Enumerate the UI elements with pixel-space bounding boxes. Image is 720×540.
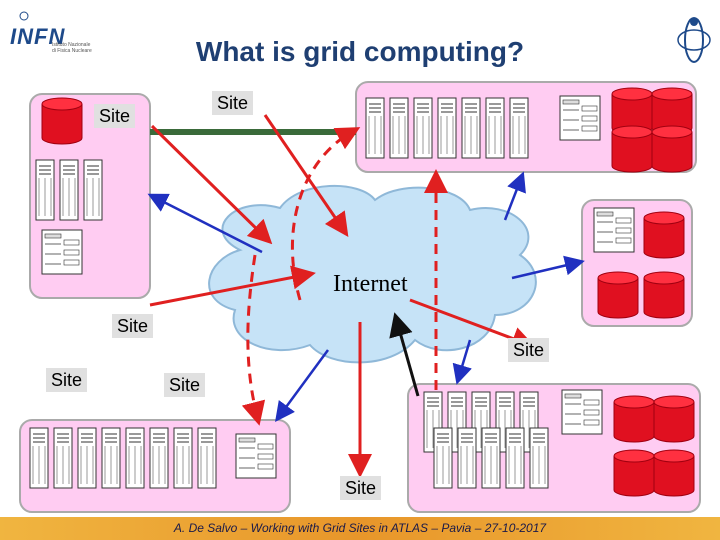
site-label-7: Site bbox=[340, 476, 382, 500]
dashed-red-arrows bbox=[241, 127, 448, 426]
infn-logo bbox=[19, 11, 29, 21]
internet-cloud bbox=[208, 184, 537, 364]
site-label-6: Site bbox=[164, 373, 206, 397]
logo-subtitle-line1: Istituto Nazionale bbox=[52, 42, 91, 48]
site-label-3: Site bbox=[112, 314, 154, 338]
site-box-bottom-right bbox=[407, 383, 701, 513]
site-label-2: Site bbox=[212, 91, 254, 115]
site-box-right bbox=[581, 199, 693, 327]
slide-title: What is grid computing? bbox=[195, 36, 525, 67]
blue-arrows bbox=[147, 171, 585, 423]
footer-text: A. De Salvo – Working with Grid Sites in… bbox=[173, 521, 547, 535]
logo-subtitle: Istituto Nazionale di Fisica Nucleare bbox=[52, 42, 92, 54]
logo-wordmark: INFN bbox=[10, 24, 66, 49]
site-label-1: Site bbox=[94, 104, 136, 128]
site-box-top-right bbox=[355, 81, 697, 173]
site-box-bottom-left bbox=[19, 419, 291, 513]
site-label-4: Site bbox=[508, 338, 550, 362]
black-arrow bbox=[389, 312, 420, 397]
atlas-logo bbox=[677, 17, 711, 63]
red-arrows bbox=[149, 114, 536, 478]
internet-label: Internet bbox=[333, 271, 408, 297]
logo-subtitle-line2: di Fisica Nucleare bbox=[52, 48, 92, 54]
site-label-5: Site bbox=[46, 368, 88, 392]
footer: A. De Salvo – Working with Grid Sites in… bbox=[0, 517, 720, 540]
